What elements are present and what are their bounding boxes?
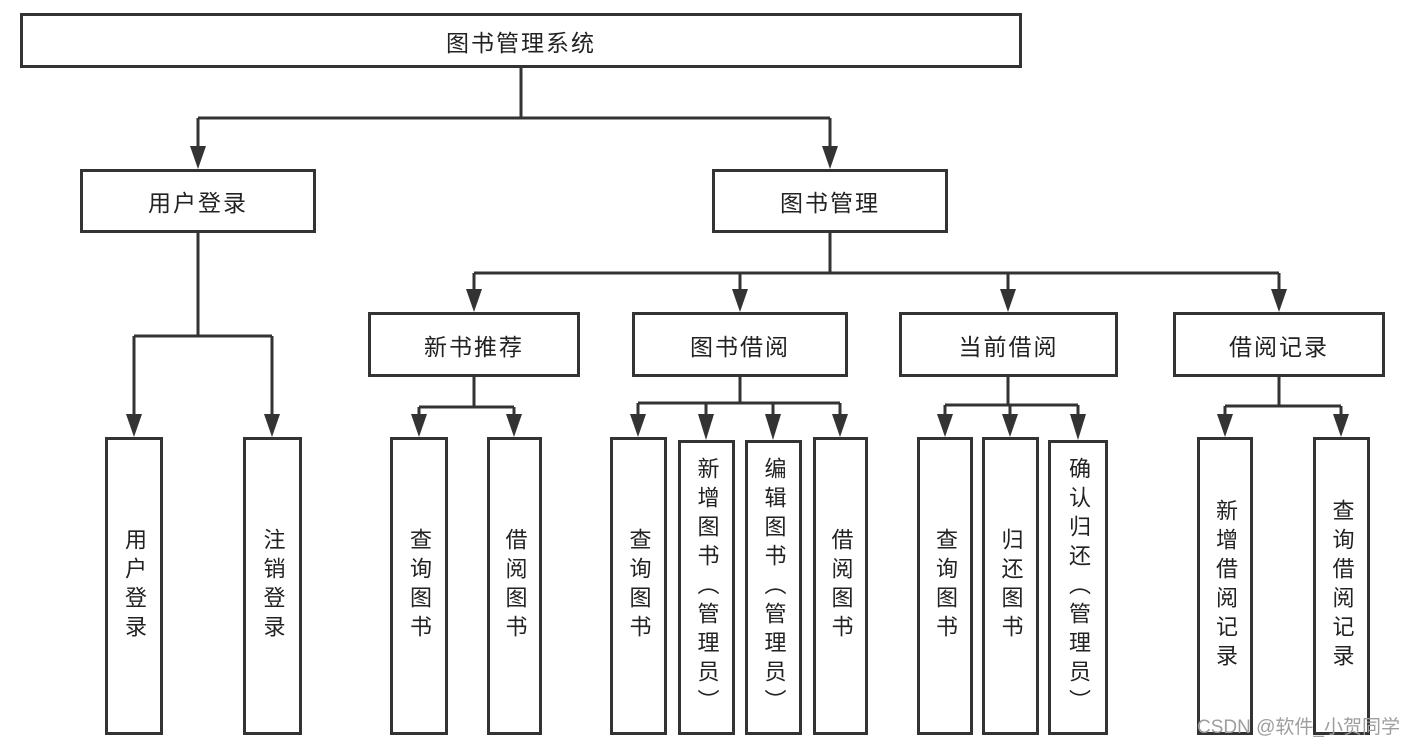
- arrowhead-icon: [698, 414, 714, 440]
- node-label: 当前借阅: [958, 333, 1059, 360]
- node-label: 确认归还（管理员）: [1066, 457, 1091, 718]
- arrowhead-icon: [1271, 289, 1287, 312]
- node-label: 查询图书: [407, 528, 432, 644]
- connector-new-book-to-leaves: [411, 377, 522, 437]
- arrowhead-icon: [832, 414, 848, 437]
- leaf-newbook-query-books: 查询图书: [390, 437, 448, 735]
- node-library-management-system: 图书管理系统: [20, 13, 1022, 68]
- arrowhead-icon: [264, 414, 280, 437]
- node-book-borrow: 图书借阅: [632, 312, 848, 377]
- connector-book-borrow-to-leaves: [630, 377, 848, 440]
- node-label: 借阅图书: [828, 528, 854, 644]
- node-borrow-record: 借阅记录: [1173, 312, 1385, 377]
- arrowhead-icon: [411, 414, 427, 437]
- node-new-book-recommend: 新书推荐: [368, 312, 580, 377]
- leaf-record-query-borrow-record: 查询借阅记录: [1313, 437, 1370, 735]
- leaf-borrow-query-books: 查询图书: [610, 437, 667, 735]
- node-label: 查询图书: [933, 528, 958, 644]
- connector-root-to-level2: [190, 68, 838, 169]
- node-label: 借阅记录: [1229, 333, 1329, 360]
- node-label: 查询图书: [626, 528, 652, 644]
- leaf-borrow-edit-books-admin: 编辑图书（管理员）: [745, 440, 802, 735]
- node-current-borrow: 当前借阅: [899, 312, 1118, 377]
- leaf-current-return-books: 归还图书: [982, 437, 1039, 735]
- leaf-logout: 注销登录: [243, 437, 302, 735]
- arrowhead-icon: [765, 414, 781, 440]
- arrowhead-icon: [190, 146, 206, 169]
- node-label: 图书管理系统: [446, 29, 596, 56]
- node-label: 新增借阅记录: [1213, 499, 1238, 673]
- node-label: 用户登录: [122, 528, 147, 644]
- connector-user-login-to-leaves: [126, 233, 280, 437]
- arrowhead-icon: [1070, 414, 1086, 440]
- arrowhead-icon: [822, 146, 838, 169]
- leaf-newbook-borrow-books: 借阅图书: [487, 437, 542, 735]
- arrowhead-icon: [1002, 414, 1018, 437]
- node-label: 用户登录: [148, 190, 248, 216]
- leaf-current-query-books: 查询图书: [917, 437, 973, 735]
- node-book-management: 图书管理: [712, 169, 948, 233]
- node-label: 查询借阅记录: [1329, 499, 1355, 673]
- node-user-login: 用户登录: [80, 169, 316, 233]
- arrowhead-icon: [732, 289, 748, 312]
- arrowhead-icon: [466, 289, 482, 312]
- connector-book-management-to-level3: [466, 233, 1287, 312]
- arrowhead-icon: [937, 414, 953, 437]
- connector-borrow-record-to-leaves: [1217, 377, 1349, 437]
- node-label: 编辑图书（管理员）: [761, 457, 787, 718]
- leaf-borrow-borrow-books: 借阅图书: [813, 437, 868, 735]
- arrowhead-icon: [630, 414, 646, 437]
- connector-current-borrow-to-leaves: [937, 377, 1086, 440]
- node-label: 注销登录: [260, 528, 286, 644]
- node-label: 新增图书（管理员）: [694, 457, 720, 718]
- arrowhead-icon: [126, 414, 142, 437]
- csdn-watermark: CSDN @软件_小贺同学: [1197, 717, 1400, 738]
- leaf-user-login: 用户登录: [105, 437, 163, 735]
- node-label: 新书推荐: [424, 333, 524, 360]
- leaf-current-confirm-return-admin: 确认归还（管理员）: [1048, 440, 1108, 735]
- arrowhead-icon: [1217, 414, 1233, 437]
- leaf-borrow-add-books-admin: 新增图书（管理员）: [678, 440, 735, 735]
- node-label: 借阅图书: [502, 528, 528, 644]
- arrowhead-icon: [1000, 289, 1016, 312]
- node-label: 图书借阅: [690, 333, 790, 360]
- arrowhead-icon: [506, 414, 522, 437]
- arrowhead-icon: [1333, 414, 1349, 437]
- leaf-record-add-borrow-record: 新增借阅记录: [1197, 437, 1253, 735]
- node-label: 图书管理: [780, 190, 880, 216]
- node-label: 归还图书: [998, 528, 1024, 644]
